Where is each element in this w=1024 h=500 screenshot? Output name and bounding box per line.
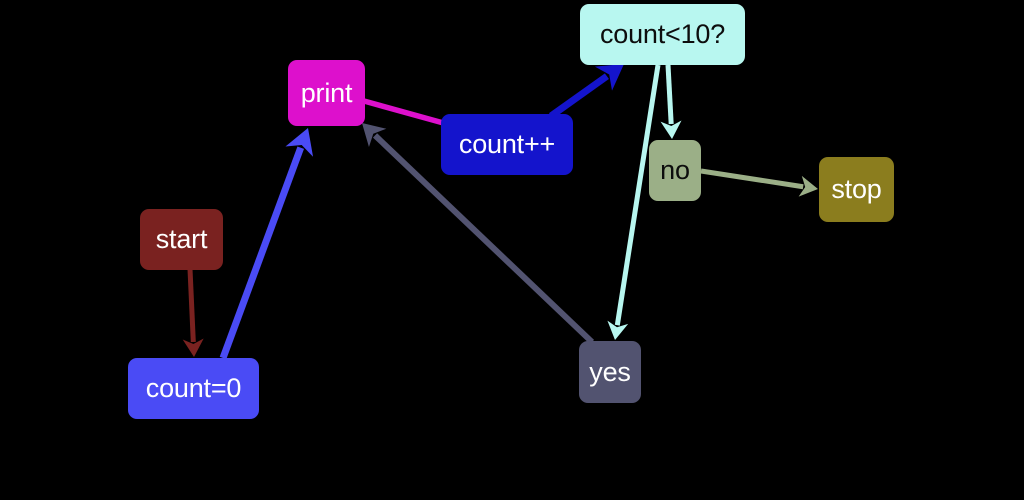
edge-line-start-to-count0 <box>187 268 196 343</box>
node-print[interactable]: print <box>288 60 365 126</box>
arrowhead-count0-to-print <box>285 128 314 157</box>
node-no[interactable]: no <box>649 140 701 201</box>
node-label-yes: yes <box>589 356 631 387</box>
node-label-cond: count<10? <box>599 19 726 49</box>
edge-cond-to-no <box>660 64 682 139</box>
arrowhead-no-to-stop <box>798 175 818 197</box>
node-start[interactable]: start <box>140 209 223 270</box>
arrowhead-yes-to-print <box>362 123 387 148</box>
node-cond[interactable]: count<10? <box>580 4 745 65</box>
node-label-print: print <box>300 77 353 108</box>
node-label-count0: count=0 <box>145 373 242 403</box>
edge-count0-to-print <box>219 128 314 360</box>
arrowhead-cond-to-no <box>660 120 682 139</box>
node-yes[interactable]: yes <box>579 341 641 403</box>
edge-line-print-to-countpp <box>363 98 448 127</box>
node-label-stop: stop <box>831 174 882 204</box>
edge-print-to-countpp <box>363 98 448 127</box>
node-label-start: start <box>155 224 208 254</box>
edge-line-count0-to-print <box>219 146 305 360</box>
edge-cond-to-yes <box>607 64 661 340</box>
node-label-countpp: count++ <box>458 129 556 159</box>
edge-line-cond-to-no <box>665 64 674 125</box>
node-label-no: no <box>660 155 690 185</box>
edge-countpp-to-cond <box>548 64 624 119</box>
node-countpp[interactable]: count++ <box>441 114 573 175</box>
edge-line-countpp-to-cond <box>548 73 609 119</box>
arrowhead-countpp-to-cond <box>594 64 624 91</box>
arrowhead-start-to-count0 <box>182 338 204 357</box>
edge-line-no-to-stop <box>700 168 804 190</box>
arrowhead-cond-to-yes <box>607 320 629 340</box>
edge-no-to-stop <box>700 168 818 197</box>
node-stop[interactable]: stop <box>819 157 894 222</box>
node-count0[interactable]: count=0 <box>128 358 259 419</box>
edge-start-to-count0 <box>182 268 204 357</box>
